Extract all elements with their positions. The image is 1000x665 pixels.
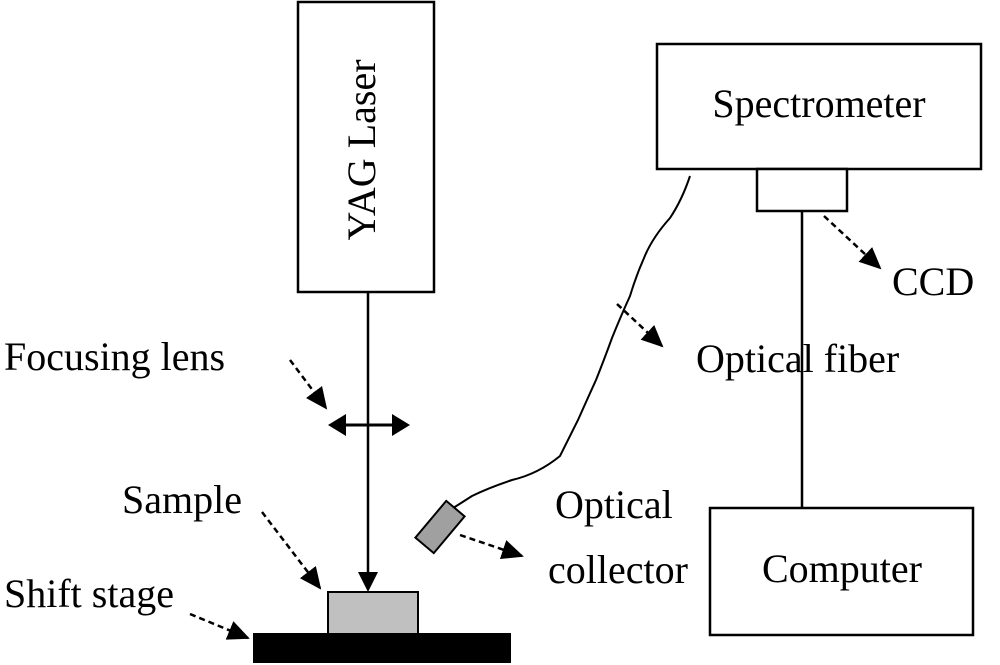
spectrometer: Spectrometer xyxy=(655,42,983,171)
optical-fiber-label: Optical fiber xyxy=(696,336,899,381)
laser-beam-arrowhead xyxy=(358,572,378,592)
optical-collector-pointer xyxy=(459,533,524,560)
sample xyxy=(327,591,419,635)
optical-fiber xyxy=(449,175,691,511)
yag-laser-box xyxy=(296,0,436,294)
focusing-lens-arrow-right xyxy=(392,414,410,436)
sample-label: Sample xyxy=(122,477,242,522)
optical-collector xyxy=(413,499,467,555)
optical-collector-label-line2: collector xyxy=(548,547,688,592)
shift-stage-pointer xyxy=(189,612,250,640)
shift-stage-label: Shift stage xyxy=(4,571,174,616)
focusing-lens-label: Focusing lens xyxy=(4,334,225,379)
ccd-box xyxy=(755,167,849,213)
ccd-label: CCD xyxy=(892,259,974,304)
focusing-lens-arrow-left xyxy=(328,414,346,436)
computer-box xyxy=(708,506,975,637)
optical-fiber-pointer xyxy=(616,303,664,348)
computer-label: Computer xyxy=(762,546,922,591)
computer: Computer xyxy=(708,506,975,637)
focusing-lens xyxy=(328,414,410,436)
shift-stage xyxy=(253,633,511,663)
sample-pointer xyxy=(261,511,322,590)
optical-collector-label-line1: Optical xyxy=(555,482,673,527)
yag-laser-label: YAG Laser xyxy=(339,59,384,240)
yag-laser: YAG Laser xyxy=(296,0,436,294)
focusing-lens-pointer xyxy=(289,359,328,410)
ccd-pointer xyxy=(823,215,882,270)
spectrometer-label: Spectrometer xyxy=(712,81,925,126)
